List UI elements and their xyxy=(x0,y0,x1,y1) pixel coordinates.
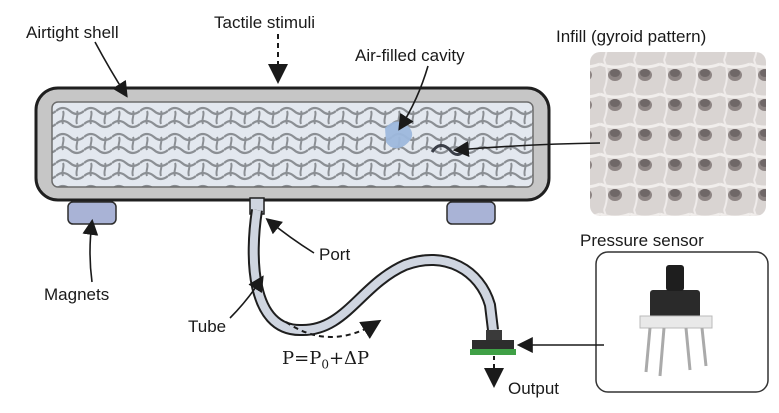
tube xyxy=(247,209,499,337)
annotation-arrows xyxy=(82,34,605,388)
label-air-filled-cavity: Air-filled cavity xyxy=(355,46,465,65)
label-magnets: Magnets xyxy=(44,285,110,304)
magnet-right xyxy=(446,201,496,225)
label-port: Port xyxy=(319,245,351,264)
label-tube: Tube xyxy=(188,317,227,336)
label-airtight-shell: Airtight shell xyxy=(26,23,119,42)
label-pressure-sensor: Pressure sensor xyxy=(580,231,704,250)
formula-lhs: P=P xyxy=(282,348,322,369)
magnet-left xyxy=(67,201,117,225)
formula-subscript: 0 xyxy=(321,357,329,372)
infill-photo xyxy=(590,52,766,216)
label-infill: Infill (gyroid pattern) xyxy=(556,27,707,46)
airtight-shell xyxy=(34,86,551,202)
pressure-formula: P=P0+ΔP xyxy=(282,350,369,371)
label-output: Output xyxy=(508,379,560,398)
formula-rhs: +ΔP xyxy=(328,348,370,369)
sensor-connector xyxy=(470,330,516,355)
label-tactile-stimuli: Tactile stimuli xyxy=(214,13,316,32)
pressure-sensor-photo xyxy=(595,251,769,393)
